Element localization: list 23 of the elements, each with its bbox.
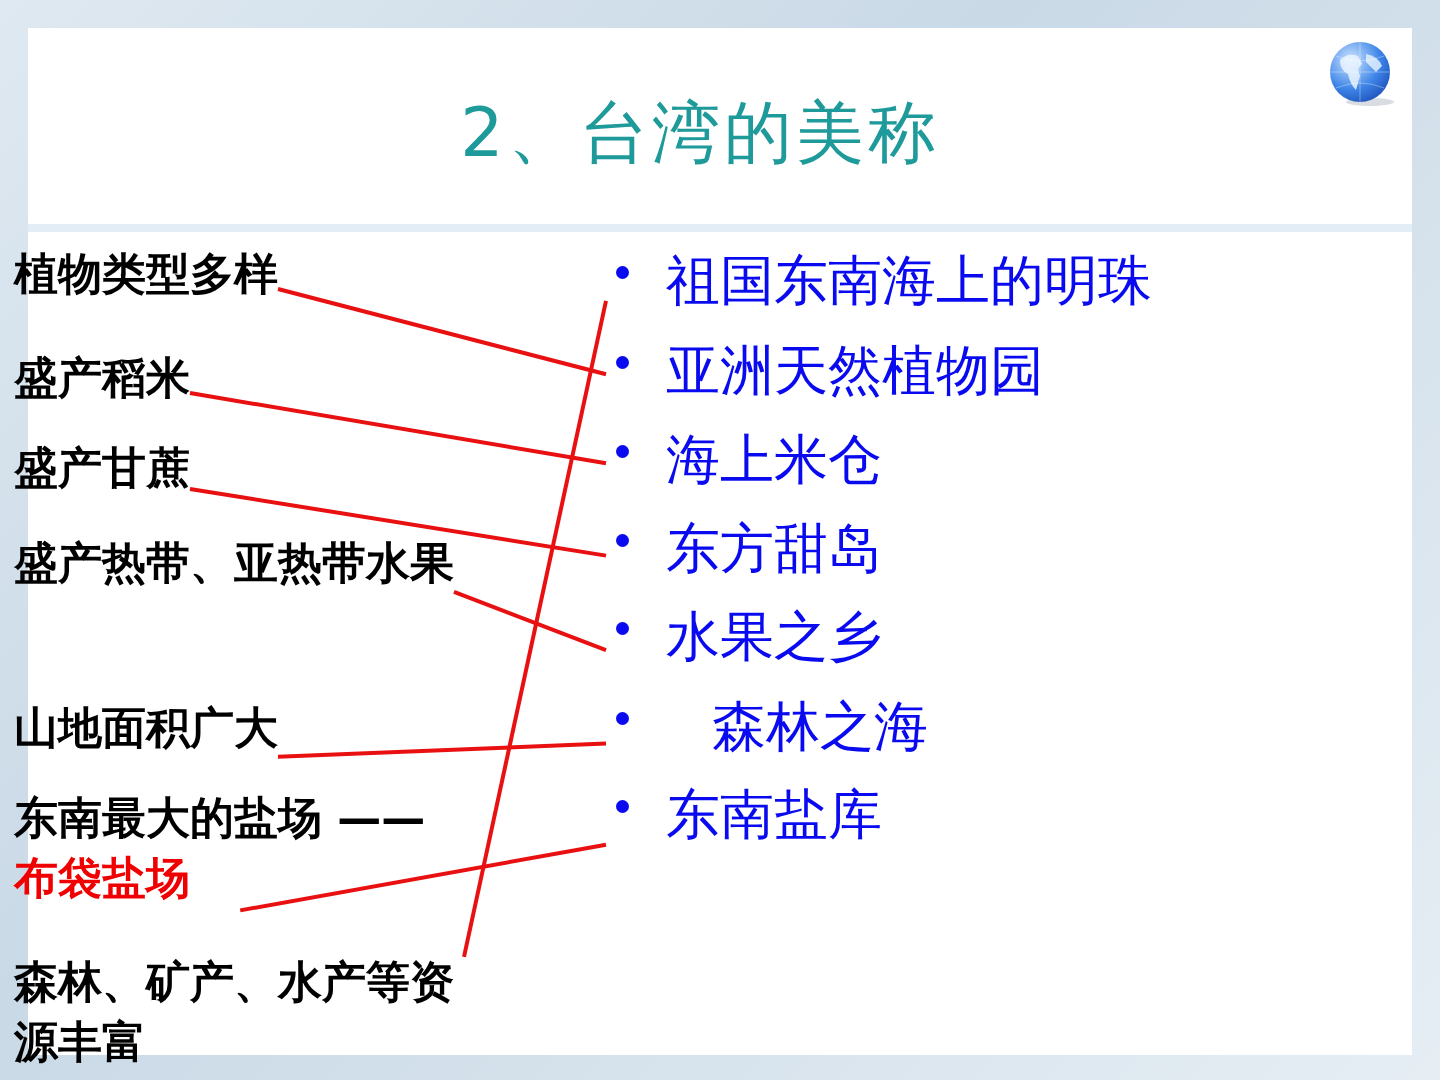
feature-text: 盛产稻米 [14, 351, 190, 405]
matching-line [189, 487, 607, 558]
feature-text: 盛产甘蔗 [14, 441, 190, 495]
feature-text: 山地面积广大 [14, 701, 278, 755]
title-option: 东南盐库 [666, 783, 882, 846]
title-option: 祖国东南海上的明珠 [666, 249, 1152, 312]
highlight-text: 布袋盐场 [14, 851, 191, 905]
matching-line [277, 287, 607, 377]
title-option: 水果之乡 [666, 605, 882, 668]
title-option: 森林之海 [712, 695, 928, 758]
matching-line [189, 391, 607, 466]
slide-title: 2、台湾的美称 [459, 92, 941, 174]
feature-text: 植物类型多样 [14, 247, 278, 301]
matching-line [277, 741, 607, 759]
title-option: 亚洲天然植物园 [666, 339, 1044, 402]
title-option: 海上米仓 [666, 428, 882, 491]
matching-line [462, 300, 608, 958]
matching-line [453, 589, 607, 653]
feature-text: 盛产热带、亚热带水果 [14, 536, 454, 590]
title-option: 东方甜岛 [666, 517, 882, 580]
feature-text: 东南最大的盐场 —— [14, 791, 426, 845]
matching-line [239, 842, 607, 913]
feature-text: 森林、矿产、水产等资源丰富 [14, 955, 455, 1069]
